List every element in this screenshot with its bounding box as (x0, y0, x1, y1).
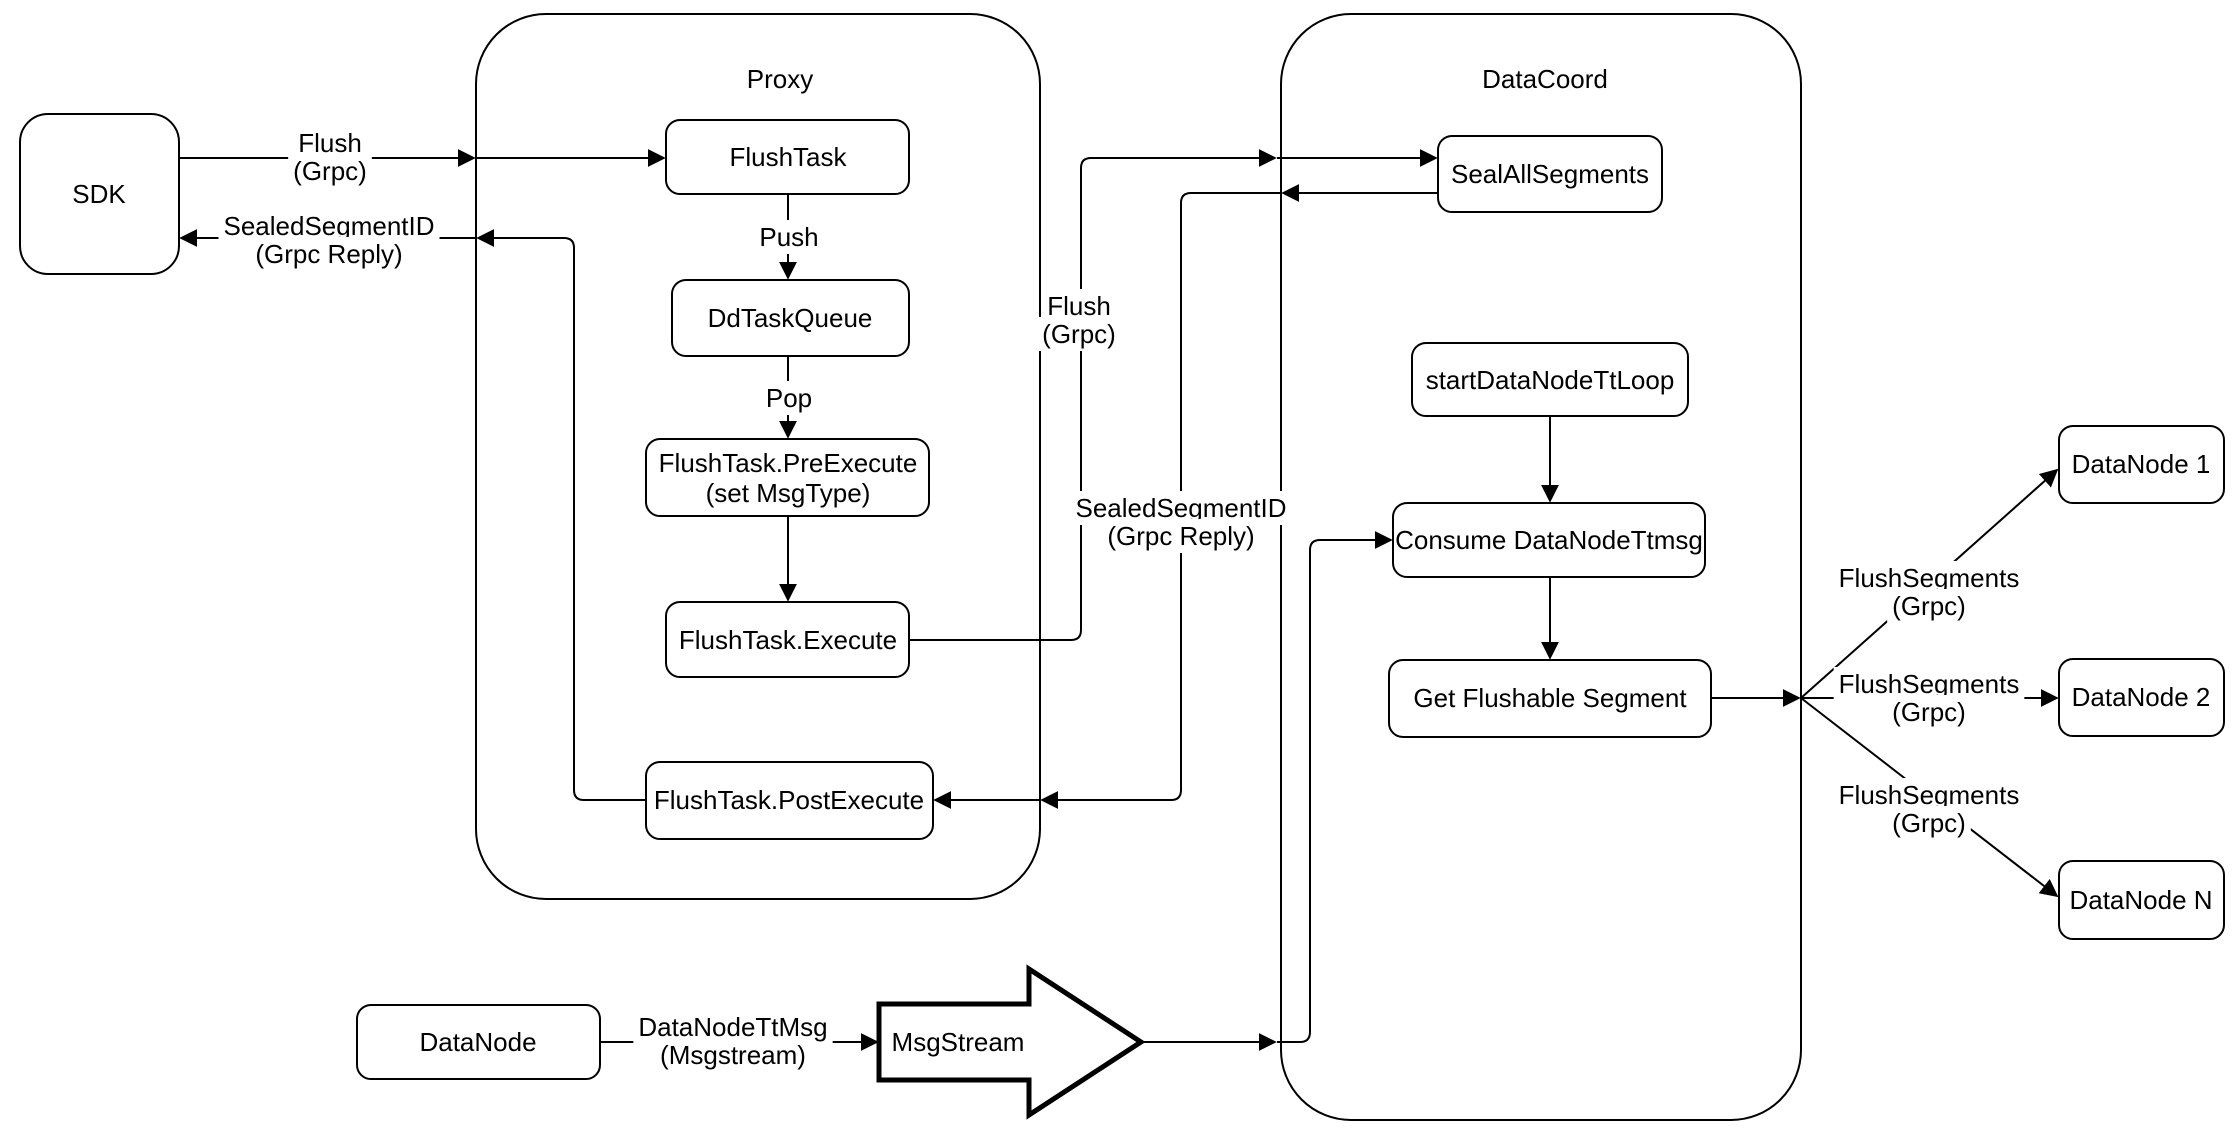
node-get-flushable-segment: Get Flushable Segment (1388, 659, 1712, 738)
node-sdk-label: SDK (72, 179, 126, 209)
node-flush-task: FlushTask (665, 119, 910, 195)
node-get-flushable-segment-label: Get Flushable Segment (1413, 683, 1687, 713)
edge-label-pop: Pop (766, 383, 812, 413)
edge-label-background (288, 154, 372, 188)
node-data-node: DataNode (356, 1004, 601, 1080)
edge-label-flush-grpc-datacoord-line1: Flush (1047, 291, 1111, 321)
edge-postexecute-to-proxy-border (476, 229, 646, 801)
node-data-node-label: DataNode (419, 1027, 536, 1057)
node-dd-task-queue: DdTaskQueue (671, 279, 910, 357)
edge-label-flush-grpc-datacoord-line2: (Grpc) (1042, 319, 1116, 349)
edge-label-sealed-segment-id-datacoord-line2: (Grpc Reply) (1107, 521, 1254, 551)
node-get-flushable-segment-box (1388, 659, 1712, 738)
edge-label-background (1887, 695, 1971, 729)
node-flush-task-pre-execute-sublabel: (set MsgType) (706, 478, 871, 508)
datacoord-container-title: DataCoord (1482, 64, 1608, 94)
edge-label-flush-segments-2-line2: (Grpc) (1892, 697, 1966, 727)
edge-label-flush-segments-3-line1: FlushSegments (1839, 780, 2020, 810)
proxy-container: Proxy (475, 13, 1041, 900)
node-flush-task-pre-execute-label: FlushTask.PreExecute (659, 448, 918, 478)
node-consume-data-node-ttmsg-box (1392, 502, 1706, 578)
node-consume-data-node-ttmsg-label: Consume DataNodeTtmsg (1395, 525, 1703, 555)
edge-label-data-node-tt-msg-line1: DataNodeTtMsg (638, 1012, 827, 1042)
node-seal-all-segments: SealAllSegments (1437, 135, 1663, 213)
proxy-container-box (475, 13, 1041, 900)
node-sdk: SDK (19, 113, 180, 275)
edge-label-background (754, 220, 824, 254)
edge-label-flush-grpc-sdk-line2: (Grpc) (293, 156, 367, 186)
edge-label-flush-segments-2-line1: FlushSegments (1839, 669, 2020, 699)
node-start-data-node-tt-loop-box (1411, 342, 1689, 417)
node-flush-task-post-execute: FlushTask.PostExecute (645, 761, 934, 840)
edge-datacoord-border-to-consume (1277, 531, 1393, 1043)
edge-labels: Flush (Grpc) SealedSegmentID (Grpc Reply… (218, 126, 2025, 1072)
node-flush-task-execute-label: FlushTask.Execute (679, 625, 897, 655)
node-data-node-1-label: DataNode 1 (2072, 449, 2211, 479)
edge-label-background (250, 237, 408, 271)
edge-label-flush-segments-3-line2: (Grpc) (1892, 808, 1966, 838)
node-flush-task-execute-box (665, 601, 910, 678)
node-flush-task-post-execute-label: FlushTask.PostExecute (654, 785, 924, 815)
edge-label-sealed-segment-id-sdk-line1: SealedSegmentID (223, 211, 434, 241)
edge-label-background (760, 381, 818, 415)
node-data-node-2-label: DataNode 2 (2072, 682, 2211, 712)
edge-label-background (1887, 806, 1971, 840)
node-data-node-1-box (2058, 425, 2225, 504)
node-flush-task-execute: FlushTask.Execute (665, 601, 910, 678)
edge-execute-to-datacoord-border (909, 149, 1277, 641)
edge-label-sealed-segment-id-sdk-line2: (Grpc Reply) (255, 239, 402, 269)
edge-label-background (1887, 589, 1971, 623)
node-msg-stream: MsgStream (876, 964, 1146, 1120)
node-data-node-1: DataNode 1 (2058, 425, 2225, 504)
node-flush-task-pre-execute: FlushTask.PreExecute (set MsgType) (645, 438, 930, 517)
node-sdk-box (19, 113, 180, 275)
node-consume-data-node-ttmsg: Consume DataNodeTtmsg (1392, 502, 1706, 578)
node-flush-task-label: FlushTask (729, 142, 847, 172)
node-dd-task-queue-label: DdTaskQueue (708, 303, 873, 333)
node-data-node-n-box (2058, 860, 2225, 940)
node-flush-task-box (665, 119, 910, 195)
node-data-node-n-label: DataNode N (2069, 885, 2212, 915)
node-data-node-2-box (2058, 658, 2225, 737)
node-msg-stream-label: MsgStream (892, 1027, 1025, 1057)
node-data-node-n: DataNode N (2058, 860, 2225, 940)
datacoord-container-box (1280, 13, 1802, 1121)
nodes: SDK FlushTask DdTaskQueue FlushTask.PreE… (19, 113, 2225, 1120)
edge-label-background (1102, 519, 1260, 553)
node-flush-task-post-execute-box (645, 761, 934, 840)
edge-label-flush-segments-1-line1: FlushSegments (1839, 563, 2020, 593)
node-seal-all-segments-label: SealAllSegments (1451, 159, 1649, 189)
edge-label-background (655, 1038, 811, 1072)
node-start-data-node-tt-loop-label: startDataNodeTtLoop (1426, 365, 1675, 395)
node-start-data-node-tt-loop: startDataNodeTtLoop (1411, 342, 1689, 417)
node-dd-task-queue-box (671, 279, 910, 357)
datacoord-container: DataCoord (1280, 13, 1802, 1121)
node-data-node-2: DataNode 2 (2058, 658, 2225, 737)
node-flush-task-pre-execute-box (645, 438, 930, 517)
proxy-container-title: Proxy (747, 64, 813, 94)
edge-label-sealed-segment-id-datacoord-line1: SealedSegmentID (1075, 493, 1286, 523)
edges (179, 149, 2059, 1051)
node-data-node-box (356, 1004, 601, 1080)
edge-label-background (1037, 317, 1121, 351)
node-seal-all-segments-box (1437, 135, 1663, 213)
node-msg-stream-shape (876, 964, 1146, 1120)
edge-label-flush-grpc-sdk-line1: Flush (298, 128, 362, 158)
edge-label-data-node-tt-msg-line2: (Msgstream) (660, 1040, 806, 1070)
edge-label-push: Push (759, 222, 818, 252)
edge-label-flush-segments-1-line2: (Grpc) (1892, 591, 1966, 621)
